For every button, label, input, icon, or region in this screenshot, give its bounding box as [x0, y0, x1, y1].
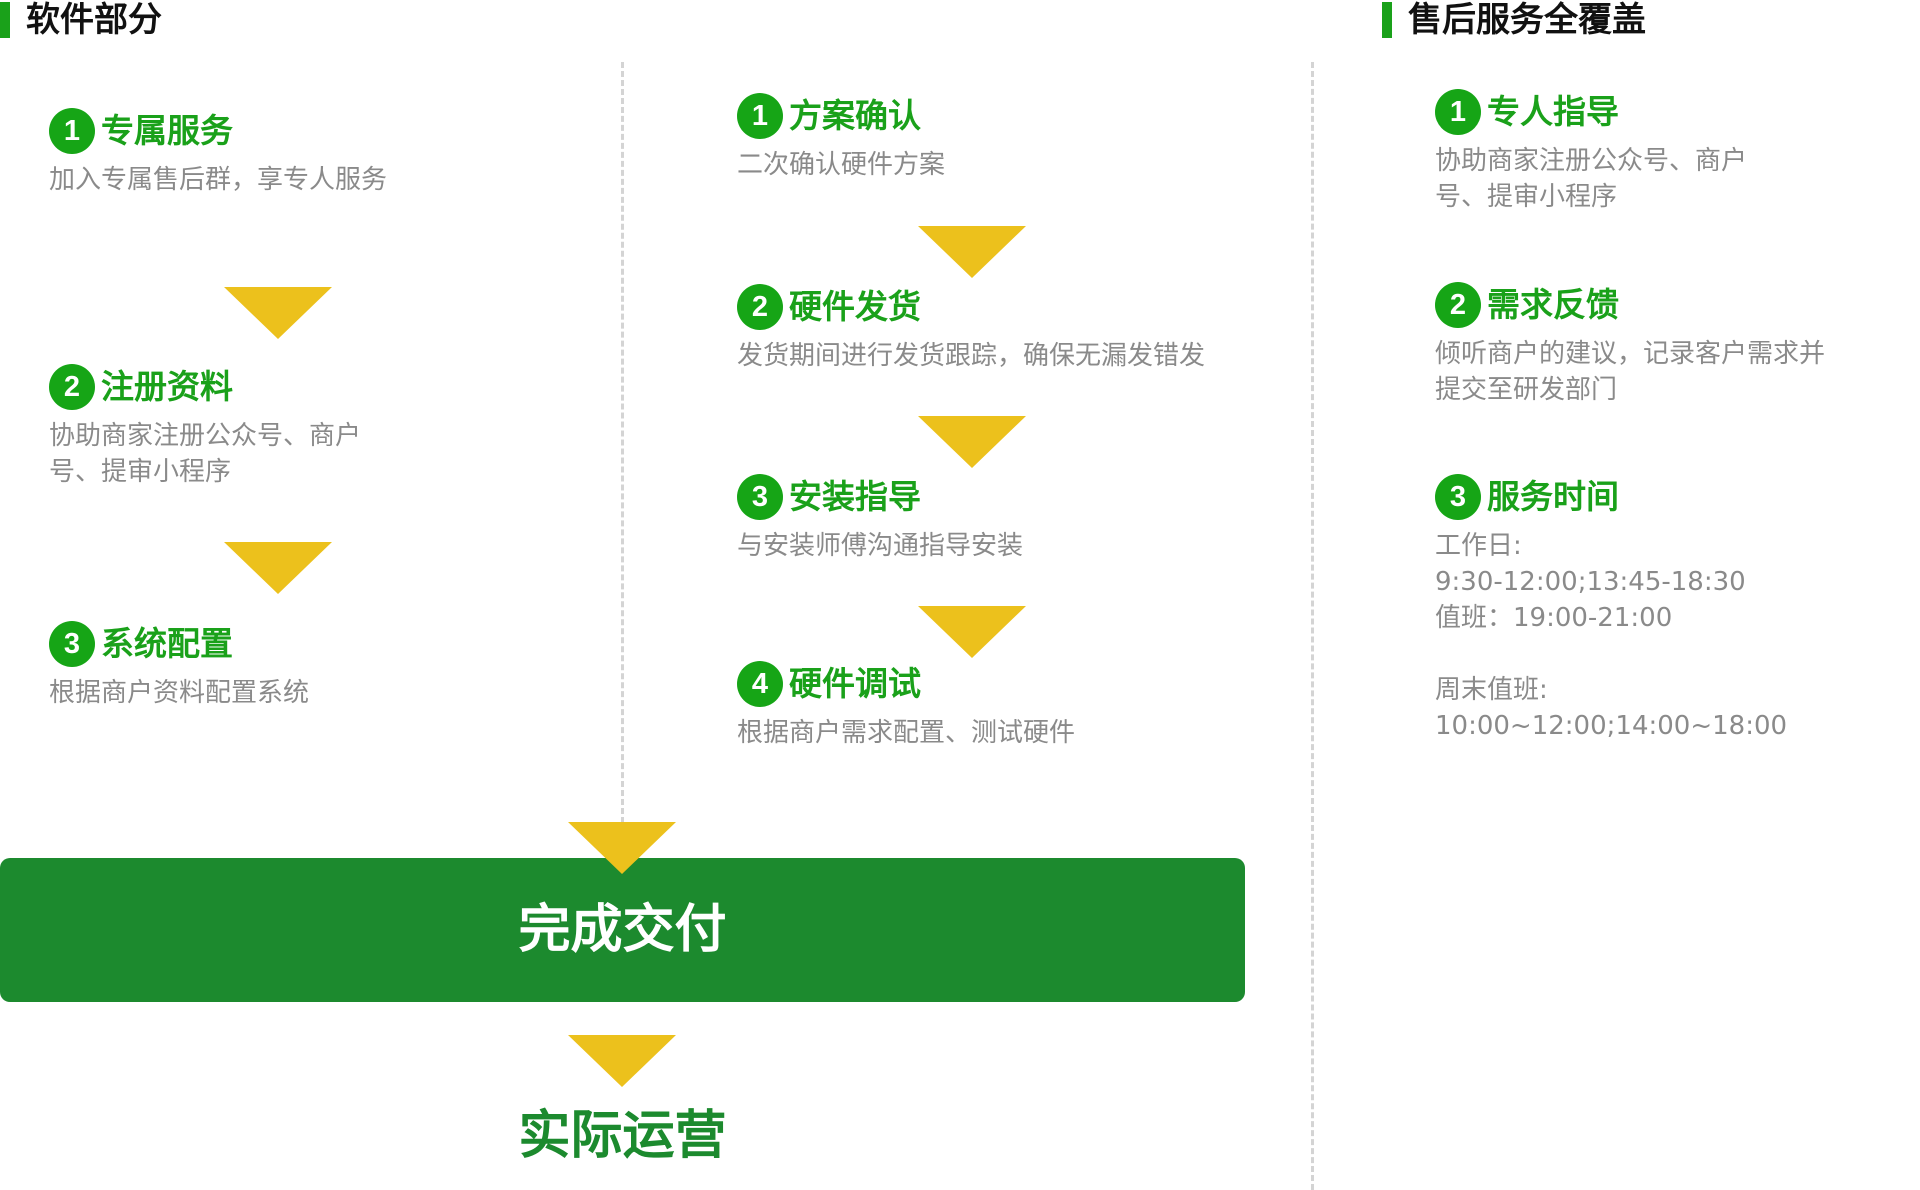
step-number-badge: 1 — [49, 108, 95, 154]
down-arrow-icon — [224, 287, 332, 339]
step-title: 服务时间 — [1487, 477, 1619, 516]
step-description: 发货期间进行发货跟踪，确保无漏发错发 — [737, 341, 1206, 371]
after-sales-step-2: 2 需求反馈 倾听商户的建议，记录客户需求并 提交至研发部门 — [1435, 278, 1905, 408]
step-title: 安装指导 — [789, 477, 921, 516]
step-number-badge: 2 — [737, 284, 783, 330]
software-step-1: 1 专属服务 加入专属售后群，享专人服务 — [49, 104, 509, 198]
step-description: 二次确认硬件方案 — [737, 150, 946, 180]
step-number-badge: 3 — [49, 621, 95, 667]
step-title: 需求反馈 — [1487, 285, 1619, 324]
down-arrow-icon — [918, 226, 1026, 278]
down-arrow-icon — [918, 416, 1026, 468]
step-title: 专人指导 — [1487, 92, 1619, 131]
step-number-badge: 2 — [1435, 282, 1481, 328]
step-description: 加入专属售后群，享专人服务 — [49, 165, 388, 195]
down-arrow-icon — [568, 1035, 676, 1087]
step-description: 协助商家注册公众号、商户 号、提审小程序 — [49, 421, 362, 487]
hardware-step-4: 4 硬件调试 根据商户需求配置、测试硬件 — [737, 657, 1297, 751]
step-description: 工作日: 9:30-12:00;13:45-18:30 值班：19:00-21:… — [1435, 531, 1788, 741]
step-description: 根据商户资料配置系统 — [49, 678, 310, 708]
step-number-badge: 1 — [1435, 89, 1481, 135]
software-section-title-text: 软件部分 — [26, 0, 162, 40]
step-description: 协助商家注册公众号、商户 号、提审小程序 — [1435, 146, 1748, 212]
step-number-badge: 1 — [737, 93, 783, 139]
step-number-badge: 3 — [1435, 474, 1481, 520]
hardware-step-1: 1 方案确认 二次确认硬件方案 — [737, 89, 1297, 183]
step-title: 硬件调试 — [789, 664, 921, 703]
step-description: 根据商户需求配置、测试硬件 — [737, 718, 1076, 748]
software-step-2: 2 注册资料 协助商家注册公众号、商户 号、提审小程序 — [49, 360, 509, 490]
after-sales-step-1: 1 专人指导 协助商家注册公众号、商户 号、提审小程序 — [1435, 85, 1905, 215]
title-accent-bar — [0, 2, 10, 38]
step-number-badge: 2 — [49, 364, 95, 410]
step-description: 与安装师傅沟通指导安装 — [737, 531, 1024, 561]
step-number-badge: 4 — [737, 661, 783, 707]
step-title: 专属服务 — [101, 111, 233, 150]
down-arrow-icon — [918, 606, 1026, 658]
column-divider-left — [621, 62, 624, 832]
title-accent-bar — [1382, 2, 1392, 38]
after-sales-step-3: 3 服务时间 工作日: 9:30-12:00;13:45-18:30 值班：19… — [1435, 470, 1905, 744]
delivery-banner: 完成交付 — [0, 858, 1245, 1002]
step-title: 方案确认 — [789, 96, 921, 135]
hardware-step-3: 3 安装指导 与安装师傅沟通指导安装 — [737, 470, 1297, 564]
step-number-badge: 3 — [737, 474, 783, 520]
step-title: 硬件发货 — [789, 287, 921, 326]
after-sales-section-title-text: 售后服务全覆盖 — [1408, 0, 1646, 40]
column-divider-right — [1311, 62, 1314, 1190]
step-description: 倾听商户的建议，记录客户需求并 提交至研发部门 — [1435, 339, 1826, 405]
software-step-3: 3 系统配置 根据商户资料配置系统 — [49, 617, 509, 711]
down-arrow-icon — [224, 542, 332, 594]
down-arrow-icon — [568, 822, 676, 874]
step-title: 注册资料 — [101, 367, 233, 406]
operation-label: 实际运营 — [518, 1106, 727, 1166]
step-title: 系统配置 — [101, 624, 233, 663]
hardware-step-2: 2 硬件发货 发货期间进行发货跟踪，确保无漏发错发 — [737, 280, 1297, 374]
